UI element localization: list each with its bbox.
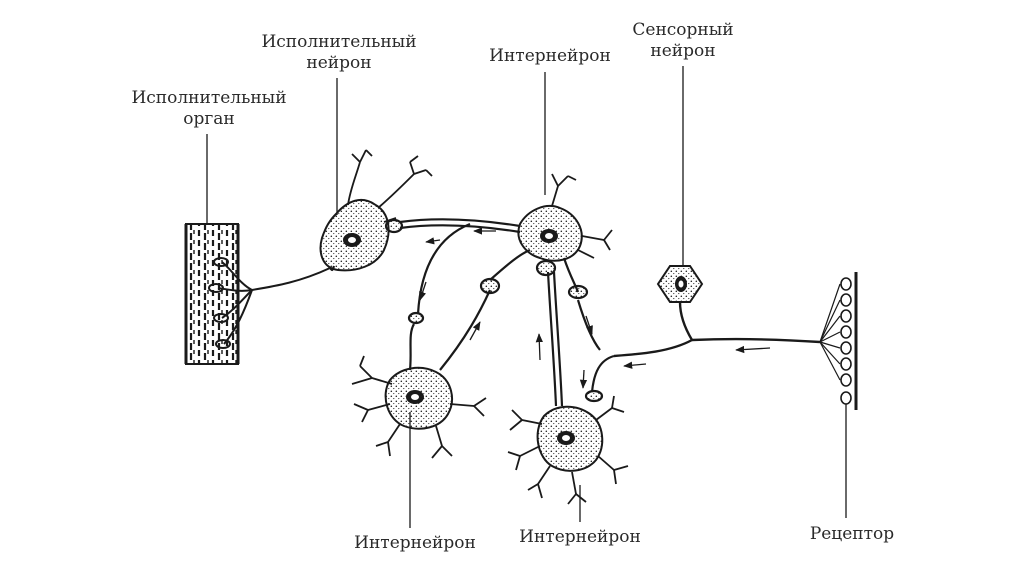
- leader-lines: [206, 66, 847, 528]
- interneuron-top: [517, 173, 613, 262]
- effector-organ: [184, 223, 240, 365]
- label-receptor: Рецептор: [809, 524, 895, 544]
- sensory-neuron: [613, 265, 821, 358]
- interneuron-bottom-middle: [507, 395, 629, 505]
- label-interneuron-top: Интернейрон: [489, 46, 611, 66]
- interneuron-bottom-left: [351, 355, 487, 459]
- label-motor-neuron: Исполнительный нейрон: [261, 32, 417, 73]
- motor-axon-terminals: [208, 257, 331, 349]
- receptor: [819, 272, 858, 410]
- signal-direction-arrows: [419, 227, 771, 389]
- label-interneuron-bottom-middle: Интернейрон: [519, 527, 641, 547]
- label-effector-organ: Исполнительный орган: [131, 88, 287, 129]
- label-sensory-neuron: Сенсорный нейрон: [632, 20, 734, 61]
- motor-neuron: [319, 149, 433, 272]
- label-interneuron-bottom-left: Интернейрон: [354, 533, 476, 553]
